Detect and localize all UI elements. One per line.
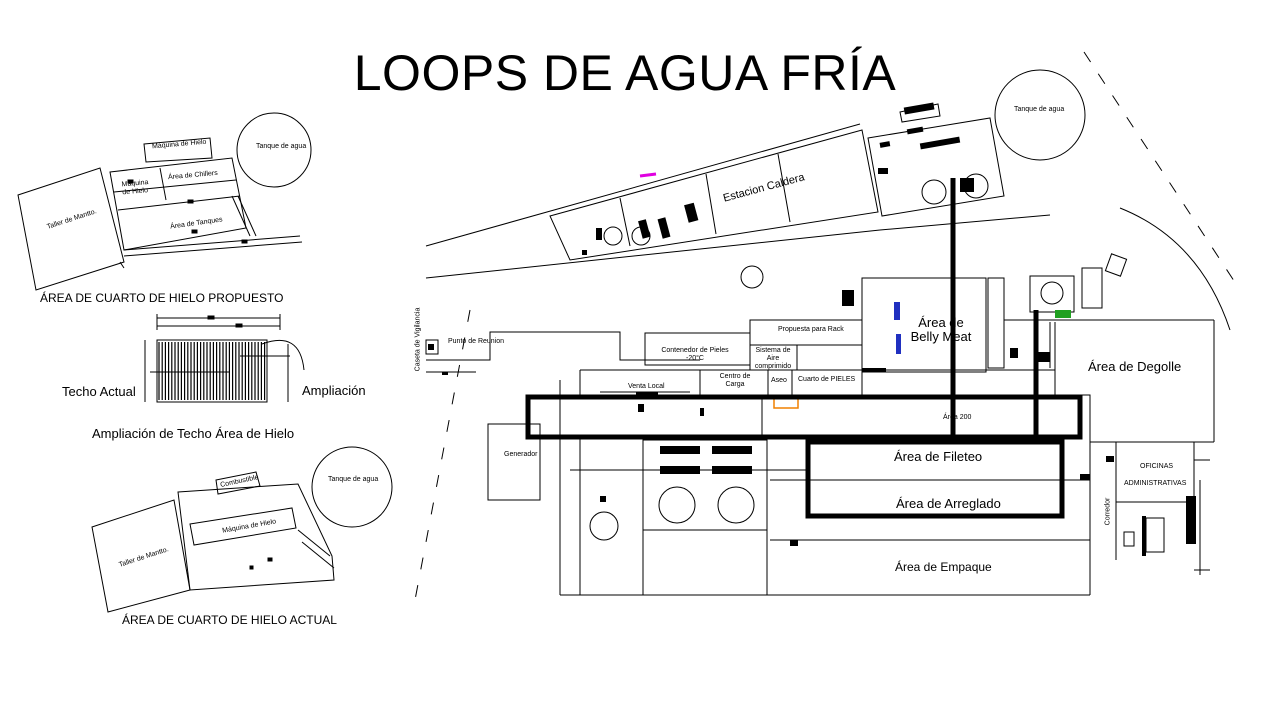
page-title: LOOPS DE AGUA FRÍA [353, 45, 897, 101]
cold-water-loops [525, 178, 1083, 519]
empaque-label: Área de Empaque [895, 560, 992, 574]
skins-room-label: Cuarto de PIELES [798, 376, 856, 383]
meeting-point-label: Punto de Reunion [448, 338, 505, 345]
loop-main-hall [525, 394, 1083, 440]
current-tank-circle [311, 446, 393, 528]
arreglado-label: Área de Arreglado [896, 496, 1001, 511]
offices-outline [1115, 441, 1195, 503]
proposed-tank-label: Tanque de agua [256, 143, 307, 150]
area-200-label: Área 200 [943, 414, 972, 421]
proposed-tank-circle [236, 112, 312, 188]
belly-meat-label: Área de Belly Meat [910, 315, 972, 344]
offices-label-2: ADMINISTRATIVAS [1124, 480, 1187, 487]
roof-extension-label: Ampliación [302, 383, 366, 398]
roof-extension-drawing [144, 314, 305, 403]
generator-outline [487, 423, 541, 501]
main-plan-drawing [414, 51, 1241, 601]
current-tank-label: Tanque de agua [328, 476, 379, 483]
guard-label: Caseta de Vigilancia [414, 307, 422, 372]
top-tank-circle [994, 69, 1086, 161]
air-system-label: Sistema de Aire comprimido [754, 347, 792, 370]
fileteo-label: Área de Fileteo [894, 449, 983, 464]
current-caption: ÁREA DE CUARTO DE HIELO ACTUAL [122, 613, 337, 627]
proposed-building-outline [109, 157, 247, 251]
loop-fileteo-arreglado [805, 439, 1065, 519]
offices-label-1: OFICINAS [1140, 463, 1174, 470]
proposed-ice-machine-left-label: Máquina de Hielo [121, 179, 149, 197]
roof-caption: Ampliación de Techo Área de Hielo [92, 426, 295, 441]
local-sale-label: Venta Local [628, 383, 665, 390]
degolle-label: Área de Degolle [1088, 359, 1182, 374]
proposed-caption: ÁREA DE CUARTO DE HIELO PROPUESTO [40, 291, 284, 305]
rack-label: Propuesta para Rack [778, 326, 844, 333]
roof-hatch [158, 342, 266, 400]
proposed-workshop-outline [17, 167, 125, 291]
generator-label: Generador [504, 451, 538, 458]
skins-container-label: Contenedor de Pieles -20°C [661, 347, 729, 362]
roof-current-label: Techo Actual [62, 384, 136, 399]
top-tank-label: Tanque de agua [1014, 106, 1065, 113]
proposed-ice-room-drawing [17, 112, 312, 291]
bath-label: Aseo [771, 377, 787, 384]
load-center-label: Centro de Carga [719, 373, 751, 388]
boiler-station-outline [549, 129, 879, 261]
corridor-label: Corredor [1104, 497, 1112, 526]
equipment-marks [428, 102, 1196, 556]
color-accents [639, 172, 1071, 409]
current-ice-room-drawing [91, 446, 393, 613]
